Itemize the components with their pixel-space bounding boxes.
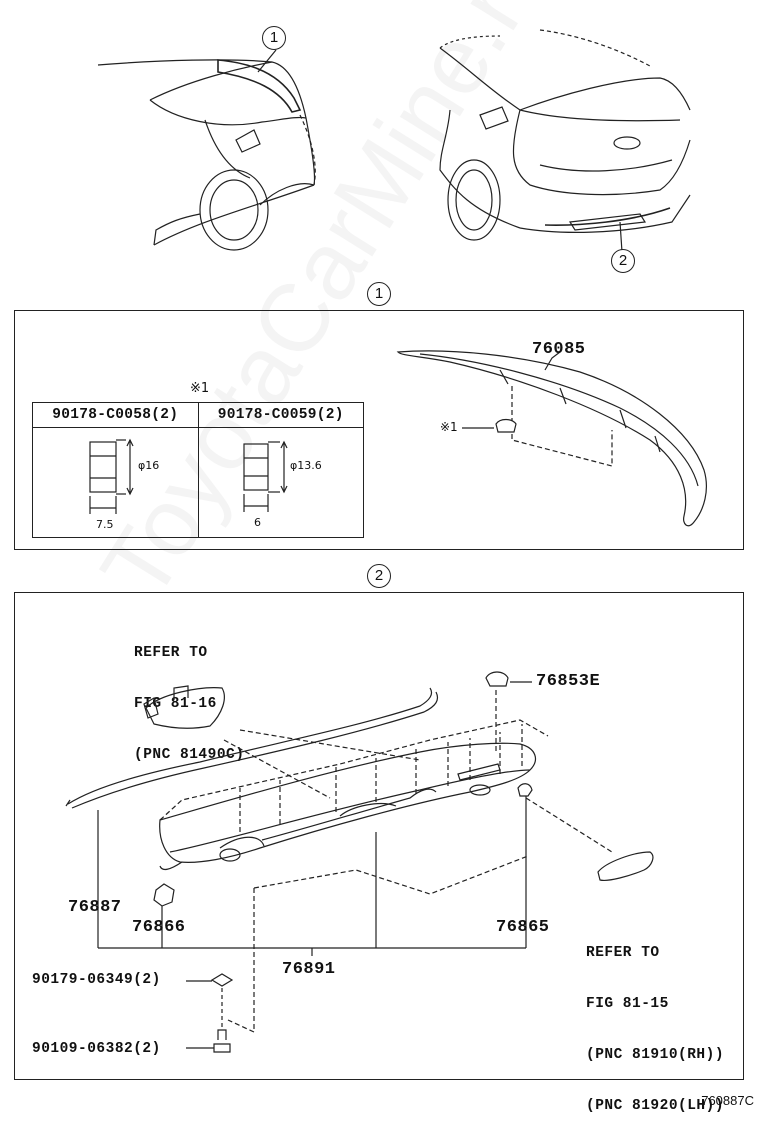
ref-right-line-1: REFER TO (586, 945, 660, 961)
bracket-76866 (153, 883, 175, 907)
fastener-1-diameter: φ16 (138, 459, 160, 472)
fog-lamp (145, 687, 225, 729)
part-76853E-label: 76853E (536, 672, 601, 691)
fastener-2-diameter: φ13.6 (290, 459, 322, 472)
moulding-76887 (67, 687, 433, 805)
callout-2-top: 2 (611, 249, 635, 273)
ref-top-line-3: (PNC 81490C) (134, 747, 245, 763)
nut-1-body (89, 441, 117, 493)
fastener-1-partno: 90178-C0058(2) (32, 402, 199, 428)
ref-fig-81-15: REFER TO FIG 81-15 (PNC 81910(RH)) (PNC … (586, 911, 724, 1132)
nut-90179 (210, 973, 234, 987)
ref-right-line-3: (PNC 81910(RH)) (586, 1047, 725, 1063)
diffuser-body (159, 742, 537, 863)
callout-1-leader (257, 49, 277, 73)
fastener-2-cell (197, 427, 364, 538)
fastener-1-cell (32, 427, 199, 538)
section-1-frame (14, 310, 744, 550)
section-1-marker: 1 (367, 282, 391, 306)
clip-note-1 (495, 418, 517, 433)
part-76887-label: 76887 (68, 898, 122, 917)
fastener-1-height: 7.5 (96, 518, 114, 531)
callout-1-top: 1 (262, 26, 286, 50)
part-90109-label: 90109-06382(2) (32, 1041, 161, 1057)
bolt-90109 (213, 1029, 231, 1053)
ref-fig-81-16: REFER TO FIG 81-16 (PNC 81490C) (134, 611, 244, 781)
car-left-roofline (97, 59, 316, 186)
note-1-header: ※1 (190, 381, 210, 396)
callout-2-leader (619, 221, 623, 253)
section-2-marker: 2 (367, 564, 391, 588)
reflector (597, 851, 654, 881)
part-76085-label: 76085 (532, 340, 586, 359)
clip-76865 (517, 783, 533, 797)
clip-76853E (485, 671, 509, 687)
spoiler-outline (396, 350, 707, 527)
part-76866-label: 76866 (132, 918, 186, 937)
ref-top-line-1: REFER TO (134, 645, 208, 661)
note-1-marker: ※1 (440, 420, 458, 434)
diagram-code: 760887C (701, 1093, 754, 1108)
part-90179-label: 90179-06349(2) (32, 972, 161, 988)
part-76865-label: 76865 (496, 918, 550, 937)
fastener-2-height: 6 (254, 516, 261, 529)
nut-2-body (243, 443, 269, 491)
fastener-table: 90178-C0058(2) 90178-C0059(2) (32, 402, 364, 538)
section-2-frame (14, 592, 744, 1080)
part-76891-label: 76891 (282, 960, 336, 979)
ref-right-line-4: (PNC 81920(LH)) (586, 1098, 725, 1114)
ref-right-line-2: FIG 81-15 (586, 996, 669, 1012)
